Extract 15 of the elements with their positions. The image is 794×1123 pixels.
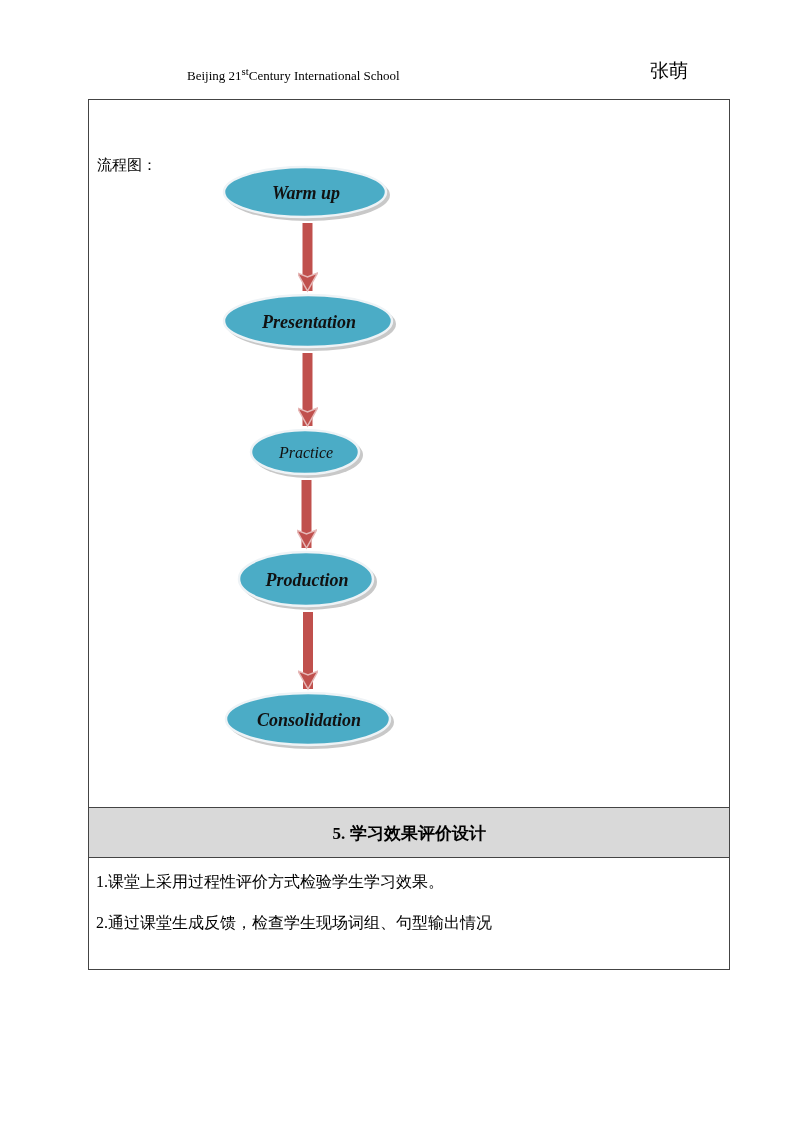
note-text: 2.通过课堂生成反馈，检查学生现场词组、句型输出情况 — [96, 913, 493, 933]
process-ellipse: Practice — [249, 428, 363, 478]
arrow — [297, 612, 319, 690]
arrow — [296, 353, 319, 427]
process-ellipse: Warm up — [222, 165, 390, 221]
note-text: 1.课堂上采用过程性评价方式检验学生学习效果。 — [96, 872, 445, 892]
arrow — [295, 480, 318, 549]
arrow — [296, 223, 319, 292]
process-ellipse: Production — [237, 550, 377, 610]
author-name: 张萌 — [650, 58, 689, 83]
process-ellipse: Presentation — [222, 293, 396, 351]
process-ellipse: Consolidation — [224, 691, 394, 749]
section-label: 流程图： — [97, 156, 158, 175]
school-name: Beijing 21$^{st}$Century International School — [187, 65, 401, 85]
section-heading: 5. 学习效果评价设计 — [89, 807, 729, 858]
